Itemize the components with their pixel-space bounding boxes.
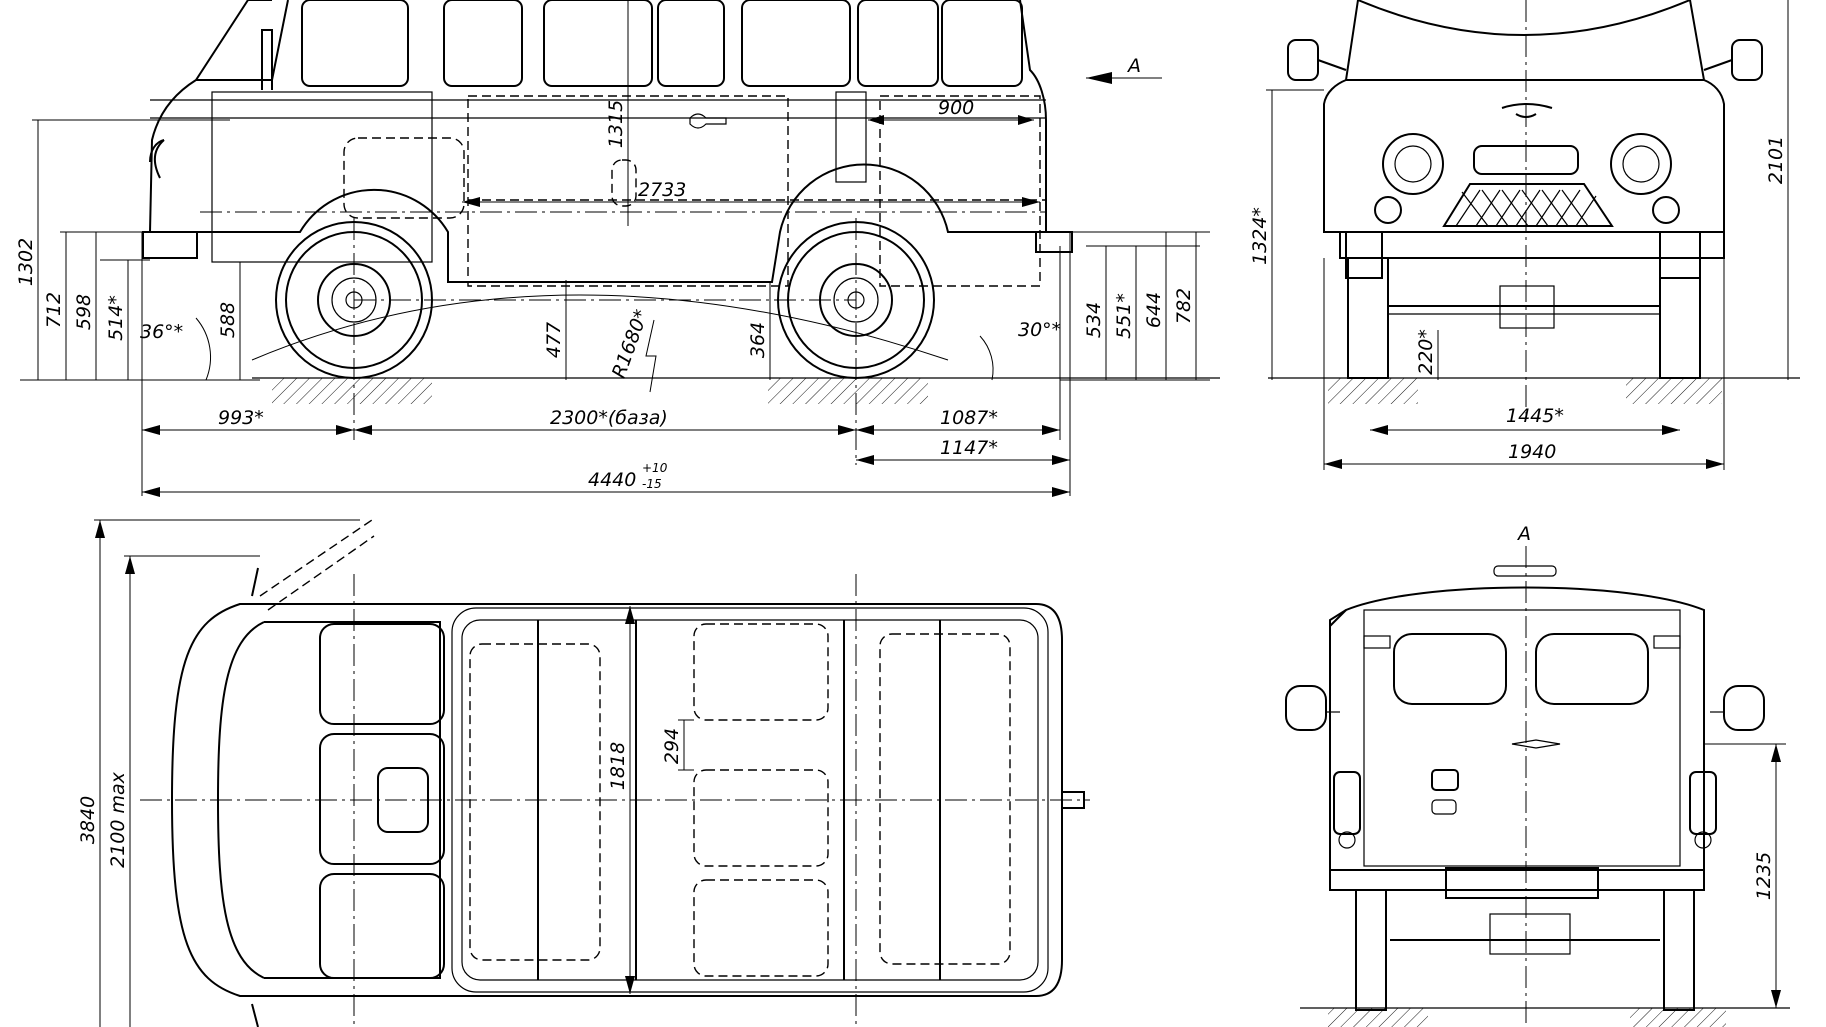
mirror-left: [1287, 39, 1319, 81]
view-marker-a: A: [1126, 55, 1141, 77]
dim-radius: R1680*: [608, 307, 653, 381]
dim-1940: 1940: [1508, 441, 1556, 463]
body-outline: [148, 0, 1047, 283]
window-5: [857, 0, 939, 87]
dim-712: 712: [43, 292, 65, 328]
rear-mirror-right: [1723, 685, 1765, 731]
dim-598: 598: [73, 294, 95, 330]
mirror-arms: [251, 567, 259, 1027]
tow-hitch: [1061, 791, 1085, 809]
side-dims-bottom: [141, 232, 1071, 497]
view-marker-a-rear: A: [1516, 523, 1531, 545]
seats-row-2c: [693, 879, 829, 977]
window-driver: [301, 0, 409, 87]
seats-row-1: [469, 643, 601, 961]
dim-2733: 2733: [638, 179, 686, 201]
dim-514: 514*: [105, 295, 127, 341]
dim-477: 477: [543, 322, 565, 358]
rear-view: A: [1285, 523, 1790, 1027]
front-bumper-front: [1339, 231, 1725, 259]
dim-782: 782: [1173, 288, 1195, 324]
dim-588: 588: [217, 302, 239, 338]
dim-993: 993*: [218, 407, 264, 429]
side-dims-left: [20, 119, 771, 381]
window-6: [941, 0, 1023, 87]
angle-rear: 30°*: [1018, 319, 1061, 341]
keyhole-icon: [1431, 799, 1457, 815]
indicator-left: [1374, 196, 1402, 224]
angle-front: 36°*: [140, 321, 183, 343]
window-4: [741, 0, 851, 87]
side-dims-right: [1060, 231, 1210, 381]
headlight-left: [1382, 133, 1444, 195]
seat-front-2: [319, 733, 445, 865]
grille: [1442, 183, 1614, 227]
window-1: [443, 0, 523, 87]
ground-hatch-rear: [768, 378, 928, 404]
rear-light-left: [1333, 771, 1361, 835]
seat-front-1: [319, 623, 445, 725]
seat-front-3: [319, 873, 445, 979]
window-3: [657, 0, 725, 87]
window-2: [543, 0, 653, 87]
headlight-icon: [153, 139, 165, 179]
dim-3840: 3840: [77, 796, 99, 844]
door-handle-rear-icon: [1431, 769, 1459, 791]
dim-1445: 1445*: [1506, 405, 1564, 427]
ground-hatch-front: [272, 378, 432, 404]
dim-4440: 4440: [588, 469, 636, 491]
dim-1235: 1235: [1753, 852, 1775, 900]
dim-534: 534: [1083, 302, 1105, 338]
rear-bumper: [1035, 231, 1073, 253]
dim-1324: 1324*: [1249, 207, 1271, 265]
emblem-icon: [1501, 103, 1553, 118]
door-handle-icon: [689, 113, 727, 129]
rear-window-left: [1393, 633, 1507, 705]
rear-window-right: [1535, 633, 1649, 705]
front-view: 1324* 2101 220* 1445* 1940: [1249, 0, 1800, 470]
dim-644: 644: [1143, 292, 1165, 328]
driver-door: [211, 91, 433, 263]
dim-294: 294: [661, 728, 683, 764]
roof-vent: [1493, 565, 1557, 577]
dim-2101: 2101: [1765, 136, 1787, 184]
rear-body: [1329, 586, 1705, 871]
dim-1147: 1147*: [940, 437, 998, 459]
dim-220: 220*: [1415, 329, 1437, 375]
seats-row-3: [879, 633, 1011, 965]
top-view: 3840 2100 max 1818 294: [77, 519, 1090, 1027]
dim-1302: 1302: [15, 238, 37, 286]
indicator-right: [1652, 196, 1680, 224]
dim-551: 551*: [1113, 293, 1135, 339]
roof-rack: [451, 607, 1049, 993]
dim-900: 900: [938, 97, 974, 119]
dim-1315: 1315: [605, 100, 627, 148]
top-body: [170, 603, 1063, 997]
rear-light-right: [1689, 771, 1717, 835]
seats-row-2b: [693, 769, 829, 867]
seats-row-2a: [693, 623, 829, 721]
front-bumper: [142, 231, 198, 259]
dim-wheelbase: 2300*(база): [550, 407, 668, 429]
front-body: [1323, 0, 1725, 279]
dim-1818: 1818: [607, 742, 629, 790]
dim-4440-tol-lower: -15: [642, 477, 662, 491]
rear-mirror-left: [1285, 685, 1327, 731]
rear-door: [1363, 609, 1681, 867]
dim-2100-max: 2100 max: [107, 771, 129, 868]
side-view: A 1302 712 598 514* 36°* 588 477 R1680* …: [15, 0, 1220, 497]
rear-bumper-rear: [1329, 869, 1705, 891]
dim-1087: 1087*: [940, 407, 998, 429]
mirror-right: [1731, 39, 1763, 81]
dim-4440-tol-upper: +10: [642, 461, 668, 475]
dim-364: 364: [747, 322, 769, 358]
headlight-right: [1610, 133, 1672, 195]
